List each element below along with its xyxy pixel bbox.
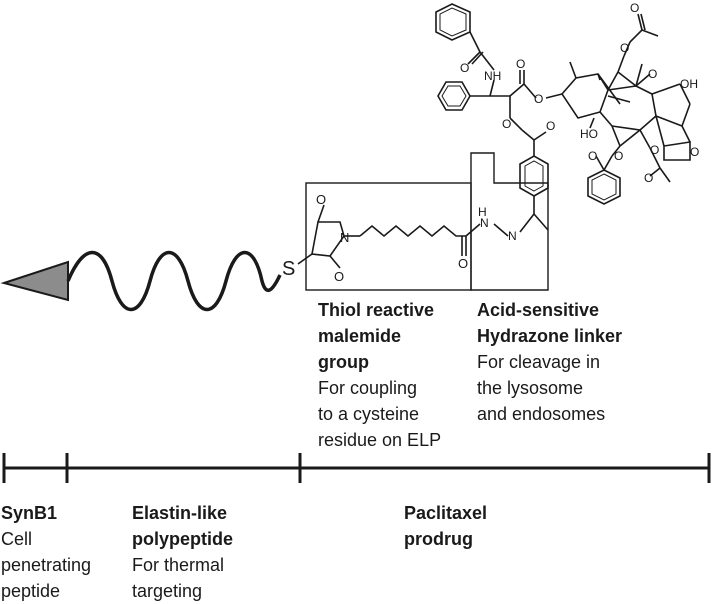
hydrazone-label: Acid-sensitive Hydrazone linker For clea…: [477, 297, 622, 427]
maleimide-desc-line: residue on ELP: [318, 430, 442, 450]
hydrazide-n1: N: [480, 216, 489, 230]
maleimide-desc-line: to a cysteine: [318, 404, 420, 424]
synb1-desc-line: Cell: [1, 529, 33, 549]
core-acetate-oxygen-c: O: [650, 143, 659, 157]
elp-label: Elastin-like polypeptide For thermal tar…: [132, 500, 233, 604]
hydrazone-desc-line: the lysosome: [477, 378, 584, 398]
maleimide-oxygen-bottom: O: [334, 269, 344, 284]
maleimide-label: Thiol reactive malemide group For coupli…: [318, 297, 441, 453]
elp-coil: [66, 250, 282, 312]
sidechain-carbonyl-oxygen: O: [516, 57, 525, 71]
elp-title-line: polypeptide: [132, 529, 234, 549]
sidechain-ester-oxygen: O: [534, 92, 543, 106]
elp-title-line: Elastin-like: [132, 503, 228, 523]
synb1-title-line: SynB1: [1, 503, 58, 523]
hydrazone-title-line: Acid-sensitive: [477, 300, 600, 320]
synb1-label: SynB1 Cell penetrating peptide: [1, 500, 91, 604]
hydrazide-oxygen: O: [458, 256, 468, 271]
sidechain-nh: NH: [484, 69, 501, 83]
paclitaxel-title-line: Paclitaxel: [404, 503, 488, 523]
core-acetate-oxygen-b: O: [630, 1, 639, 15]
core-hydroxyl-top: OH: [680, 77, 698, 91]
maleimide-box: [305, 182, 472, 291]
hydrazone-title-line: Hydrazone linker: [477, 326, 623, 346]
synb1-desc-line: penetrating: [1, 555, 92, 575]
core-benzoate-oxygen-a: O: [614, 149, 623, 163]
core-carbonyl-oxygen: O: [648, 67, 657, 81]
paclitaxel-label: Paclitaxel prodrug: [404, 500, 487, 552]
core-oxetane-oxygen: O: [690, 145, 699, 159]
maleimide-title-line: Thiol reactive: [318, 300, 435, 320]
elp-desc-line: targeting: [132, 581, 203, 601]
scale-bar: [2, 453, 711, 483]
hydrazide-h: H: [478, 205, 487, 219]
core-acetate-oxygen-d: O: [644, 171, 653, 185]
maleimide-oxygen-top: O: [316, 192, 326, 207]
paclitaxel-title-line: prodrug: [404, 529, 473, 549]
maleimide-structure: [297, 196, 549, 269]
ester-oxygen-b: O: [502, 117, 511, 131]
sidechain-oxygen: O: [460, 61, 469, 75]
maleimide-title-line: malemide: [318, 326, 402, 346]
synb1-triangle: [0, 260, 69, 302]
maleimide-title-line: group: [318, 352, 369, 372]
sulfur-atom: S: [282, 258, 295, 280]
paclitaxel-sidechain: [435, 3, 537, 118]
elp-desc-line: For thermal: [132, 555, 225, 575]
taxane-core: [545, 13, 691, 205]
core-acetate-oxygen-a: O: [620, 41, 629, 55]
benzoate-ring: [509, 117, 549, 197]
core-benzoate-oxygen-b: O: [588, 149, 597, 163]
hydrazone-desc-line: and endosomes: [477, 404, 606, 424]
maleimide-nitrogen: N: [340, 230, 349, 245]
hydrazone-desc-line: For cleavage in: [477, 352, 601, 372]
ester-oxygen-a: O: [546, 119, 555, 133]
maleimide-desc-line: For coupling: [318, 378, 418, 398]
synb1-desc-line: peptide: [1, 581, 61, 601]
core-ho-bottom: HO: [580, 127, 598, 141]
hydrazide-n2: N: [508, 229, 517, 243]
